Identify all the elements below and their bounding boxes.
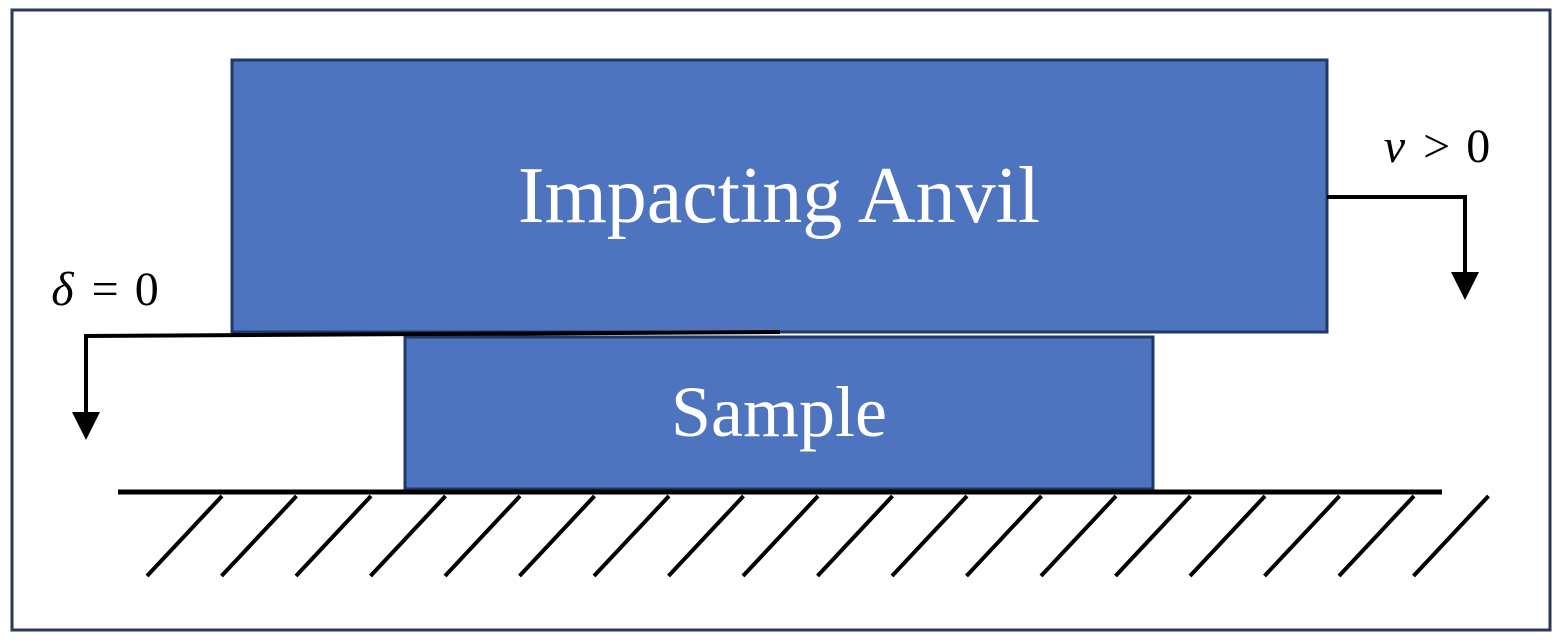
hatch-line	[741, 494, 820, 578]
hatch-line	[294, 494, 373, 578]
hatch-line	[369, 494, 447, 578]
hatch-line	[1114, 494, 1192, 578]
hatch-line	[518, 494, 596, 578]
displacement-arrow-icon	[72, 330, 781, 440]
hatch-line	[890, 494, 969, 578]
hatch-line	[592, 494, 671, 578]
anvil-label: Impacting Anvil	[518, 152, 1040, 240]
hatch-line	[220, 494, 298, 578]
hatch-line	[816, 494, 894, 578]
velocity-relation: >	[1423, 120, 1450, 173]
sample-rect	[403, 335, 1155, 491]
velocity-value: 0	[1466, 120, 1490, 173]
displacement-symbol: δ	[51, 263, 74, 316]
sample-block: Sample	[403, 335, 1155, 491]
hatch-line	[667, 494, 745, 578]
ground-hatching	[145, 494, 1490, 578]
hatch-line	[443, 494, 522, 578]
sample-label: Sample	[671, 372, 887, 452]
hatch-line	[1039, 494, 1118, 578]
hatch-line	[1188, 494, 1267, 578]
hatch-line	[1263, 494, 1341, 578]
displacement-relation: =	[92, 263, 119, 316]
displacement-value: 0	[135, 263, 159, 316]
hatch-line	[965, 494, 1043, 578]
hatched-ground-icon	[118, 489, 1490, 578]
anvil-block: Impacting Anvil	[230, 58, 1329, 334]
velocity-symbol: v	[1384, 120, 1406, 173]
hatch-line	[145, 494, 224, 578]
displacement-label: δ = 0	[51, 263, 158, 316]
velocity-arrow-icon	[1327, 195, 1479, 300]
velocity-label: v >0	[1384, 120, 1490, 173]
hatch-line	[1412, 494, 1490, 578]
hatch-line	[1337, 494, 1416, 578]
anvil-rect	[230, 58, 1329, 334]
